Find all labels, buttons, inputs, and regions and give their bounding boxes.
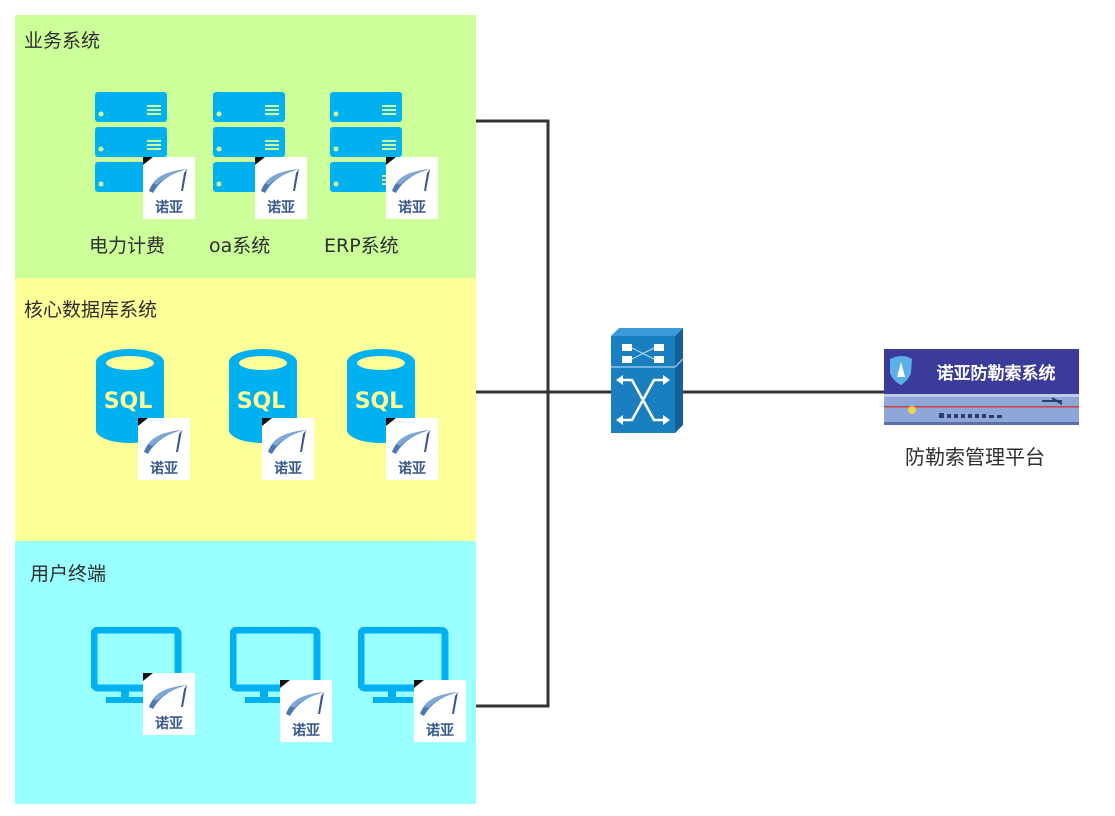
svg-text:诺亚: 诺亚: [150, 460, 178, 477]
noya-agent-badge: 诺亚: [262, 418, 314, 480]
svg-text:诺亚: 诺亚: [426, 722, 454, 739]
monitor-icon: [90, 626, 182, 703]
server-icon: [330, 92, 402, 192]
platform-label: 防勒索管理平台: [905, 445, 1045, 469]
noya-logo-icon: 诺亚: [386, 157, 430, 216]
zone-title: 核心数据库系统: [24, 299, 158, 321]
network-switch[interactable]: [608, 326, 686, 440]
noya-agent-badge: 诺亚: [138, 418, 190, 480]
svg-text:诺亚: 诺亚: [155, 715, 183, 732]
terminal-node[interactable]: [90, 626, 183, 715]
svg-text:SQL: SQL: [355, 389, 404, 414]
monitor-icon: [229, 626, 321, 703]
noya-agent-badge: 诺亚: [143, 673, 195, 735]
anti-ransomware-appliance[interactable]: 诺亚防勒索系统: [884, 349, 1079, 427]
noya-logo-icon: 诺亚: [386, 418, 430, 477]
noya-logo-icon: 诺亚: [143, 673, 187, 732]
network-switch-icon: [611, 328, 684, 433]
noya-agent-badge: 诺亚: [143, 157, 195, 219]
svg-text:诺亚: 诺亚: [398, 199, 426, 216]
noya-agent-badge: 诺亚: [386, 418, 438, 480]
noya-agent-badge: 诺亚: [280, 680, 332, 742]
noya-logo-icon: 诺亚: [138, 418, 182, 477]
appliance-icon: 诺亚防勒索系统: [884, 349, 1079, 425]
noya-logo-icon: 诺亚: [255, 157, 299, 216]
noya-logo-icon: 诺亚: [143, 157, 187, 216]
noya-logo-icon: 诺亚: [414, 680, 458, 739]
terminal-node[interactable]: [229, 626, 322, 715]
svg-text:诺亚防勒索系统: 诺亚防勒索系统: [937, 363, 1056, 384]
svg-text:诺亚: 诺亚: [155, 199, 183, 216]
zone-title: 用户终端: [30, 563, 107, 585]
node-label-billing: 电力计费: [89, 235, 166, 257]
monitor-icon: [357, 626, 449, 703]
node-label-oa: oa系统: [209, 235, 271, 257]
noya-logo-icon: 诺亚: [262, 418, 306, 477]
terminal-node[interactable]: [357, 626, 450, 715]
wire-business: [476, 119, 550, 708]
noya-logo-icon: 诺亚: [280, 680, 324, 739]
svg-text:诺亚: 诺亚: [267, 199, 295, 216]
svg-text:SQL: SQL: [104, 389, 153, 414]
svg-text:SQL: SQL: [237, 389, 286, 414]
noya-agent-badge: 诺亚: [386, 157, 438, 219]
svg-text:诺亚: 诺亚: [274, 460, 302, 477]
zone-title: 业务系统: [24, 30, 101, 52]
noya-agent-badge: 诺亚: [255, 157, 307, 219]
svg-text:诺亚: 诺亚: [292, 722, 320, 739]
node-label-erp: ERP系统: [324, 235, 399, 257]
noya-agent-badge: 诺亚: [414, 680, 466, 742]
server-node-erp[interactable]: [330, 92, 405, 198]
svg-text:诺亚: 诺亚: [398, 460, 426, 477]
